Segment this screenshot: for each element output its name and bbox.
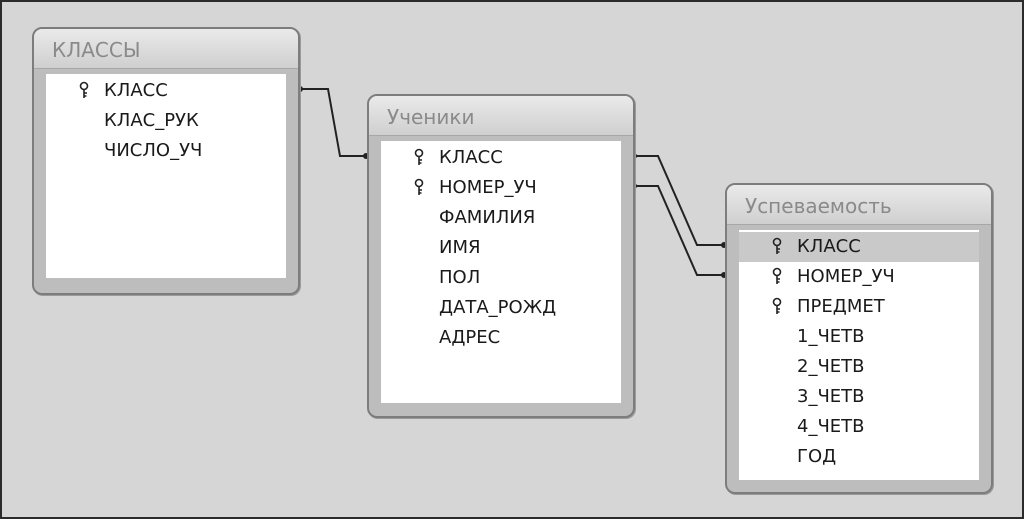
- field-row-klass[interactable]: КЛАСС: [381, 143, 621, 173]
- field-name: ЧИСЛО_УЧ: [104, 140, 203, 161]
- field-row-4-chetv[interactable]: 4_ЧЕТВ: [739, 412, 979, 442]
- field-name: ПОЛ: [439, 267, 481, 288]
- field-name: 2_ЧЕТВ: [797, 356, 865, 377]
- field-row-predmet[interactable]: ПРЕДМЕТ: [739, 292, 979, 322]
- key-icon: [414, 148, 424, 165]
- field-row-imya[interactable]: ИМЯ: [381, 233, 621, 263]
- relationship-line-ucheniki-uspevaemost-klass: [634, 155, 724, 246]
- key-icon: [772, 237, 782, 254]
- field-name: ПРЕДМЕТ: [797, 296, 885, 317]
- field-row-klas-ruk[interactable]: КЛАС_РУК: [46, 106, 286, 136]
- table-title[interactable]: Успеваемость: [727, 185, 991, 225]
- field-row-familiya[interactable]: ФАМИЛИЯ: [381, 203, 621, 233]
- table-title[interactable]: КЛАССЫ: [34, 29, 298, 69]
- field-row-nomer-uch[interactable]: НОМЕР_УЧ: [381, 173, 621, 203]
- table-uspevaemost[interactable]: Успеваемость КЛАСС НОМЕР_УЧ ПРЕДМЕТ 1_ЧЕ…: [725, 183, 993, 494]
- relationship-line-ucheniki-uspevaemost-nomer: [634, 185, 724, 276]
- field-row-chislo-uch[interactable]: ЧИСЛО_УЧ: [46, 136, 286, 166]
- field-row-adres[interactable]: АДРЕС: [381, 323, 621, 353]
- relationship-line-klassy-ucheniki: [300, 88, 366, 157]
- field-name: ФАМИЛИЯ: [439, 207, 536, 228]
- field-row-data-rozhd[interactable]: ДАТА_РОЖД: [381, 293, 621, 323]
- field-list: КЛАСС КЛАС_РУК ЧИСЛО_УЧ: [46, 74, 286, 278]
- table-ucheniki[interactable]: Ученики КЛАСС НОМЕР_УЧ ФАМИЛИЯ ИМЯ ПОЛ Д…: [367, 94, 635, 418]
- field-row-2-chetv[interactable]: 2_ЧЕТВ: [739, 352, 979, 382]
- field-name: 3_ЧЕТВ: [797, 386, 865, 407]
- field-name: КЛАС_РУК: [104, 110, 199, 131]
- table-klassy[interactable]: КЛАССЫ КЛАСС КЛАС_РУК ЧИСЛО_УЧ: [32, 27, 300, 295]
- field-name: НОМЕР_УЧ: [439, 177, 537, 198]
- field-name: КЛАСС: [797, 236, 861, 257]
- field-row-1-chetv[interactable]: 1_ЧЕТВ: [739, 322, 979, 352]
- field-list: КЛАСС НОМЕР_УЧ ФАМИЛИЯ ИМЯ ПОЛ ДАТА_РОЖД…: [381, 141, 621, 403]
- field-name: ГОД: [797, 446, 837, 467]
- field-name: АДРЕС: [439, 327, 501, 348]
- field-name: КЛАСС: [439, 147, 503, 168]
- field-name: ДАТА_РОЖД: [439, 297, 557, 318]
- field-row-pol[interactable]: ПОЛ: [381, 263, 621, 293]
- table-title[interactable]: Ученики: [369, 96, 633, 136]
- key-icon: [772, 297, 782, 314]
- field-row-god[interactable]: ГОД: [739, 442, 979, 472]
- field-name: НОМЕР_УЧ: [797, 266, 895, 287]
- field-name: 4_ЧЕТВ: [797, 416, 865, 437]
- field-row-klass[interactable]: КЛАСС: [739, 232, 979, 262]
- field-row-3-chetv[interactable]: 3_ЧЕТВ: [739, 382, 979, 412]
- field-row-klass[interactable]: КЛАСС: [46, 76, 286, 106]
- key-icon: [772, 267, 782, 284]
- key-icon: [79, 81, 89, 98]
- field-list: КЛАСС НОМЕР_УЧ ПРЕДМЕТ 1_ЧЕТВ 2_ЧЕТВ 3_Ч…: [739, 230, 979, 480]
- field-row-nomer-uch[interactable]: НОМЕР_УЧ: [739, 262, 979, 292]
- field-name: КЛАСС: [104, 80, 168, 101]
- field-name: ИМЯ: [439, 237, 481, 258]
- field-name: 1_ЧЕТВ: [797, 326, 865, 347]
- key-icon: [414, 178, 424, 195]
